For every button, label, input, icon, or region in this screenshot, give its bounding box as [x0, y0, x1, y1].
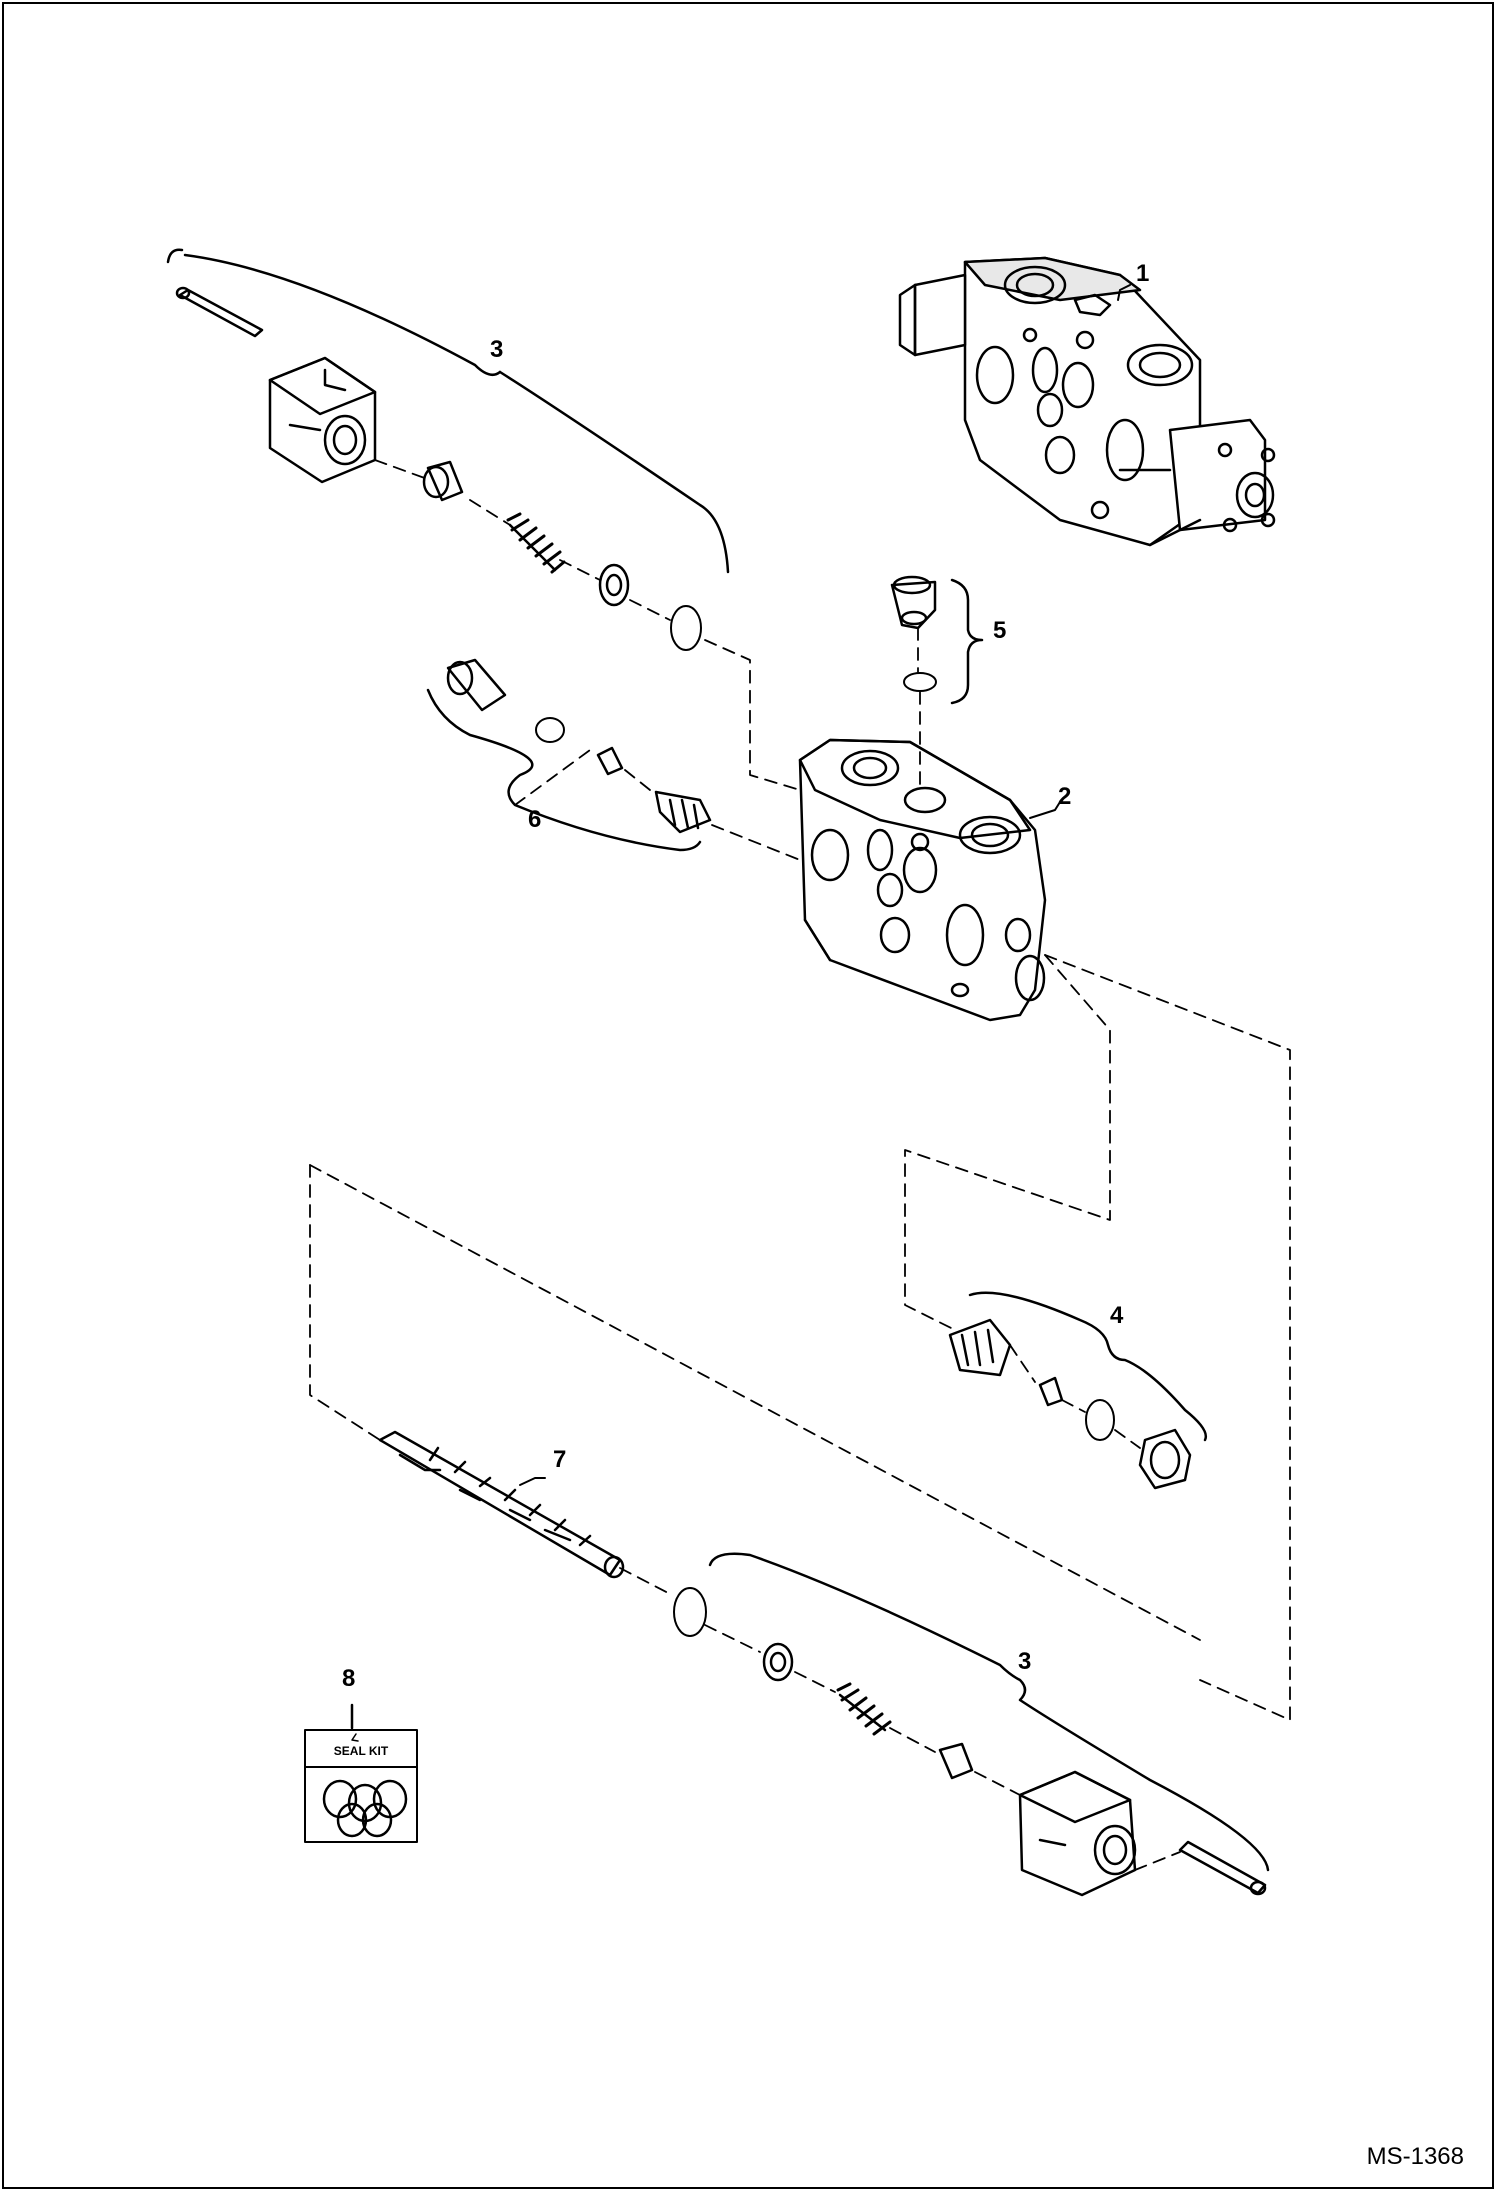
valve-section-assembled	[898, 256, 1276, 547]
bracket-5	[950, 578, 984, 705]
callout-4: 4	[1110, 1302, 1124, 1329]
callout-3-top: 3	[490, 336, 504, 363]
leader-2	[1029, 801, 1061, 819]
callout-3-bottom: 3	[1018, 1648, 1032, 1675]
bracket-3-top	[183, 253, 730, 574]
assembly-lines	[309, 459, 1291, 1871]
callout-8: 8	[342, 1665, 356, 1692]
leader-1	[1117, 284, 1131, 301]
callout-7: 7	[553, 1446, 567, 1473]
callout-1: 1	[1136, 260, 1150, 287]
spool-cap-assembly-bottom	[673, 1587, 1267, 1897]
valve-section-body	[798, 738, 1047, 1022]
spool-7	[378, 1430, 625, 1579]
bracket-3-bottom	[708, 1552, 1270, 1872]
leader-7	[519, 1477, 546, 1486]
spool-cap-assembly-top	[175, 286, 702, 651]
callout-6: 6	[528, 806, 542, 833]
drawing-number: MS-1368	[1366, 2143, 1464, 2170]
bracket-4	[968, 1291, 1208, 1442]
plug-assembly-5	[890, 575, 937, 692]
relief-valve-4	[948, 1318, 1192, 1490]
seal-kit-icon	[304, 1703, 418, 1843]
bracket-6	[426, 688, 702, 852]
relief-valve-6	[446, 658, 712, 834]
seal-kit-label: SEAL KIT	[333, 1744, 389, 1758]
callout-5: 5	[993, 617, 1007, 644]
callout-2: 2	[1058, 783, 1072, 810]
